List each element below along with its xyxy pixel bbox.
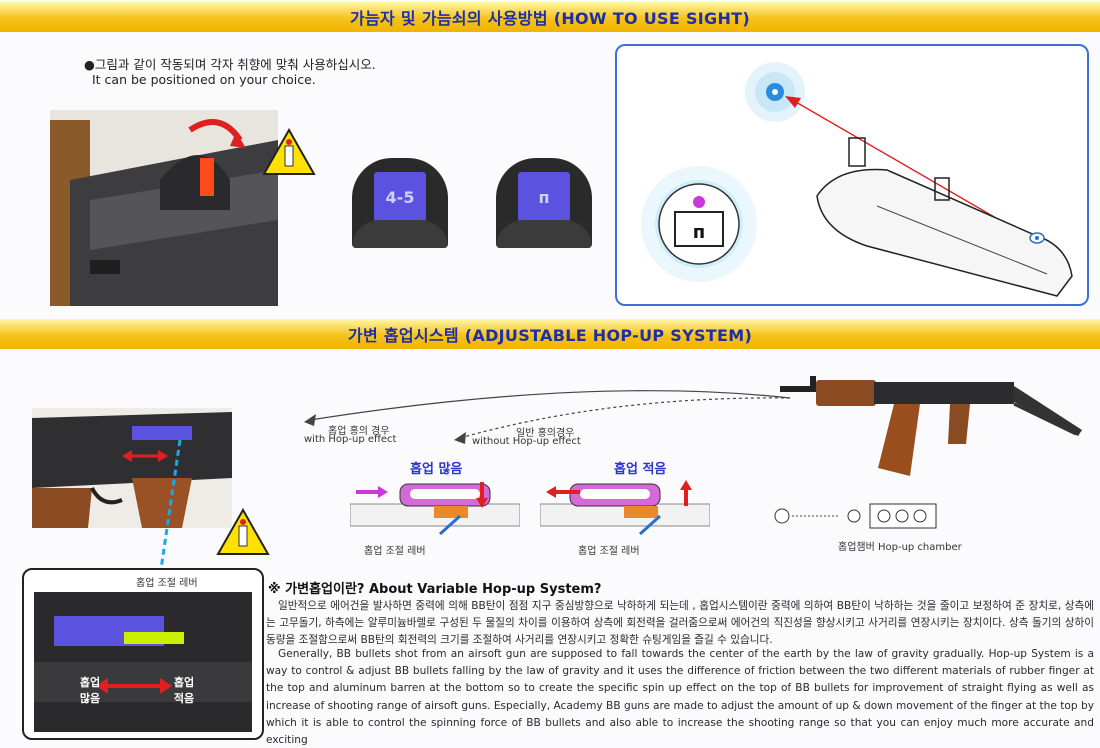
sight-window-n-label: п	[518, 172, 570, 222]
hopup-inset-panel: 홉업 조절 레버 홉업 많음 홉업 적음	[22, 568, 264, 740]
without-hopup-ko: 일반 홍의경우	[516, 428, 575, 439]
aiming-illustration: п	[641, 62, 1073, 297]
zoom-sight-label: п	[693, 222, 705, 243]
sight-section-banner: 가늠자 및 가늠쇠의 사용방법 (HOW TO USE SIGHT)	[0, 2, 1100, 32]
sight-window-4-5-label: 4-5	[374, 172, 426, 222]
sight-aiming-panel: п	[615, 44, 1089, 306]
with-hopup-ko: 홉업 홍의 경우	[328, 426, 390, 437]
hopup-lever-photo	[32, 408, 232, 528]
inset-less-label: 홉업 적음	[173, 676, 195, 705]
sight-section-title: 가늠자 및 가늠쇠의 사용방법 (HOW TO USE SIGHT)	[350, 9, 750, 28]
eye-icon	[1029, 232, 1045, 244]
lever-label-2: 홉업 조절 레버	[578, 546, 640, 557]
hopup-chamber-diagram	[774, 503, 937, 529]
inset-lever-label: 홉업 조절 레버	[136, 578, 198, 589]
inset-more-label: 홉업 많음	[79, 676, 101, 705]
hopup-more-label: 홉업 많음	[410, 462, 463, 477]
about-heading: ※ 가변홉업이란? About Variable Hop-up System?	[268, 582, 602, 597]
callout-connector	[158, 440, 182, 577]
trajectory-curves	[304, 390, 791, 444]
sight-window-4-5: 4-5	[352, 158, 448, 248]
sight-instruction-ko: ●그림과 같이 작동되며 각자 취향에 맞춰 사용하십시오.	[84, 57, 376, 72]
hopup-more-diagram	[350, 482, 520, 536]
inset-photo	[34, 592, 252, 732]
warning-hand-icon	[262, 128, 316, 175]
rifle-illustration	[780, 376, 1082, 476]
about-en-paragraph: Generally, BB bullets shot from an airso…	[266, 648, 1094, 746]
sight-window-n: п	[496, 158, 592, 248]
warning-hand-icon-2	[216, 508, 270, 555]
lever-label-1: 홉업 조절 레버	[364, 546, 426, 557]
without-hopup-en: without Hop-up effect	[472, 436, 581, 447]
about-ko-paragraph: 일반적으로 에어건을 발사하면 중력에 의해 BB탄이 점점 지구 중심방향으로…	[266, 600, 1094, 647]
hopup-less-diagram	[540, 480, 710, 536]
hopup-section-banner: 가변 홉업시스템 (ADJUSTABLE HOP-UP SYSTEM)	[0, 319, 1100, 349]
with-hopup-en: with Hop-up effect	[304, 434, 397, 445]
hopup-less-label: 홉업 적음	[614, 462, 667, 477]
rear-sight-photo	[50, 110, 278, 306]
hopup-section-title: 가변 홉업시스템 (ADJUSTABLE HOP-UP SYSTEM)	[347, 326, 753, 345]
chamber-label: 홉업챔버 Hop-up chamber	[838, 542, 962, 553]
sight-instruction-en: It can be positioned on your choice.	[92, 72, 316, 87]
